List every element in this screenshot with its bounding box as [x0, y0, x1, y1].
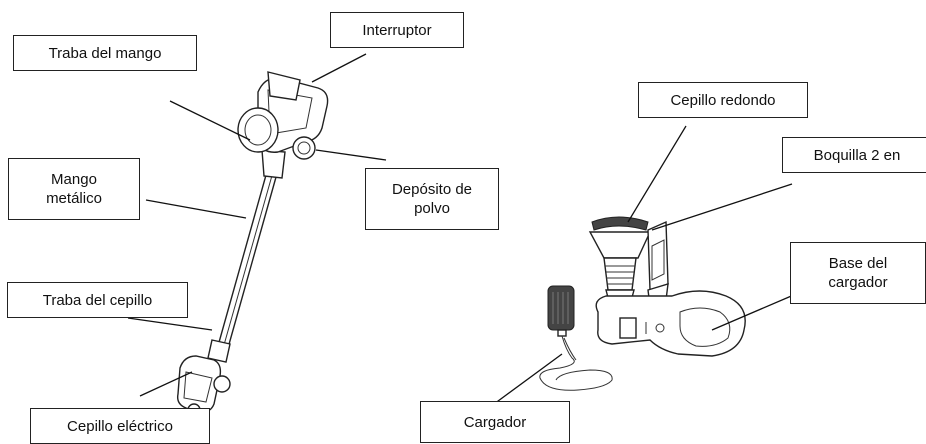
vacuum-illustration [176, 71, 329, 417]
label-mango-metalico: Mango metálico [8, 158, 140, 220]
label-boquilla-2-en: Boquilla 2 en [782, 137, 926, 173]
accessories-illustration [539, 216, 746, 391]
leader-lines [127, 53, 797, 405]
label-cepillo-electrico: Cepillo eléctrico [30, 408, 210, 444]
label-deposito-de-polvo: Depósito de polvo [365, 168, 499, 230]
label-cargador: Cargador [420, 401, 570, 443]
label-interruptor: Interruptor [330, 12, 464, 48]
label-traba-del-cepillo: Traba del cepillo [7, 282, 188, 318]
label-cepillo-redondo: Cepillo redondo [638, 82, 808, 118]
label-traba-del-mango: Traba del mango [13, 35, 197, 71]
label-base-del-cargador: Base del cargador [790, 242, 926, 304]
